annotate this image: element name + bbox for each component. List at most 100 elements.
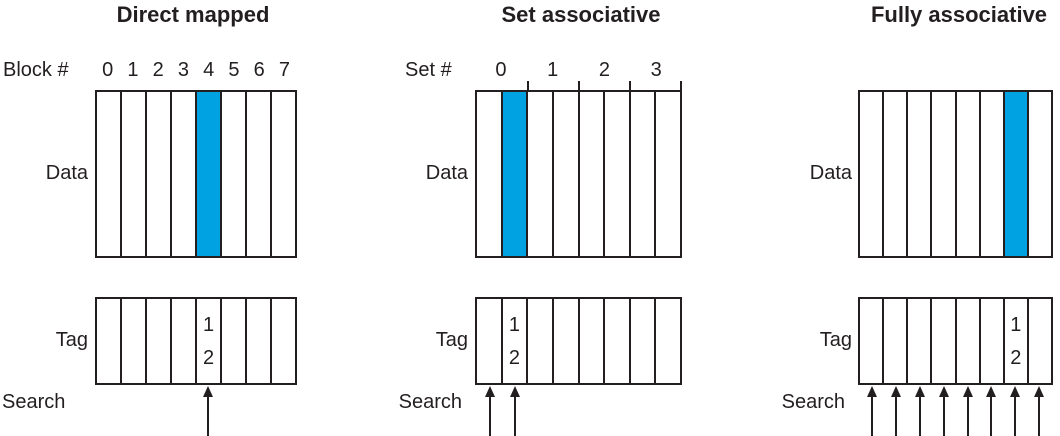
set-boundary-tick	[680, 81, 682, 90]
data-cell	[654, 92, 680, 256]
tag-cell	[882, 299, 906, 383]
tag-cell	[860, 299, 882, 383]
tag-cell	[145, 299, 170, 383]
data-label: Data	[45, 162, 88, 184]
tag-label: Tag	[55, 329, 88, 351]
tag-label: Tag	[435, 329, 468, 351]
data-cell	[577, 92, 604, 256]
tag-value-stack: 1 2	[503, 299, 527, 383]
tag-cell	[551, 299, 578, 383]
data-cell	[195, 92, 220, 256]
data-cell	[1002, 92, 1027, 256]
tag-cell	[978, 299, 1003, 383]
tag-value: 1	[1010, 313, 1022, 336]
data-cell	[628, 92, 655, 256]
search-arrow-icon	[939, 386, 949, 436]
tag-cell	[603, 299, 629, 383]
tag-cell	[954, 299, 979, 383]
set-boundary-tick	[527, 81, 529, 90]
tag-cell-with-value: 1 2	[500, 299, 527, 383]
block-number-label: Block #	[3, 59, 69, 81]
block-number: 2	[152, 59, 164, 81]
block-number: 5	[228, 59, 240, 81]
tag-value-stack: 1 2	[197, 299, 220, 383]
data-label: Data	[425, 162, 468, 184]
tag-array: 1 2	[858, 297, 1053, 385]
data-cell	[978, 92, 1003, 256]
search-arrow-icon	[891, 386, 901, 436]
data-cell	[551, 92, 578, 256]
data-label: Data	[809, 162, 852, 184]
data-cell	[120, 92, 145, 256]
diagram-title: Set associative	[501, 2, 661, 27]
tag-value: 2	[1010, 346, 1022, 369]
tag-cell-with-value: 1 2	[195, 299, 220, 383]
tag-cell	[654, 299, 680, 383]
search-arrow-icon	[867, 386, 877, 436]
data-array	[858, 90, 1053, 258]
tag-value: 2	[508, 346, 520, 369]
data-cell	[270, 92, 295, 256]
data-cell	[145, 92, 170, 256]
tag-array: 1 2	[95, 297, 297, 385]
diagram-title: Fully associative	[870, 2, 1048, 27]
tag-cell	[628, 299, 655, 383]
data-cell	[860, 92, 882, 256]
search-arrow-icon	[1034, 386, 1044, 436]
set-number: 2	[598, 59, 610, 81]
tag-cell	[170, 299, 195, 383]
data-cell	[500, 92, 527, 256]
tag-cell	[906, 299, 930, 383]
data-cell	[882, 92, 906, 256]
tag-cell	[930, 299, 954, 383]
data-cell	[526, 92, 552, 256]
tag-cell	[245, 299, 270, 383]
set-number-row: 0 1 2 3	[475, 57, 682, 83]
tag-value: 1	[202, 313, 215, 336]
data-cell	[954, 92, 979, 256]
search-label: Search	[398, 391, 462, 413]
set-number: 0	[495, 59, 507, 81]
search-label: Search	[781, 391, 845, 413]
set-boundary-tick	[629, 81, 631, 90]
block-number: 7	[278, 59, 290, 81]
search-label: Search	[2, 391, 66, 413]
block-number: 0	[102, 59, 114, 81]
tag-cell	[220, 299, 245, 383]
data-array	[475, 90, 682, 258]
set-boundary-tick	[578, 81, 580, 90]
data-cell	[1026, 92, 1051, 256]
diagram-title: Direct mapped	[116, 2, 270, 27]
tag-cell	[120, 299, 145, 383]
set-number-label: Set #	[405, 59, 452, 81]
data-array	[95, 90, 297, 258]
tag-label: Tag	[819, 329, 852, 351]
block-number: 4	[203, 59, 215, 81]
data-cell	[603, 92, 629, 256]
tag-array: 1 2	[475, 297, 682, 385]
search-arrow-icon	[963, 386, 973, 436]
block-number: 1	[127, 59, 139, 81]
data-cell	[245, 92, 270, 256]
tag-cell	[270, 299, 295, 383]
set-number: 1	[547, 59, 559, 81]
tag-cell	[1026, 299, 1051, 383]
search-arrow-icon	[1010, 386, 1020, 436]
tag-value: 1	[508, 313, 520, 336]
search-arrow-icon	[986, 386, 996, 436]
search-arrow-icon	[915, 386, 925, 436]
tag-cell	[577, 299, 604, 383]
data-cell	[220, 92, 245, 256]
block-number-row: 0 1 2 3 4 5 6 7	[95, 57, 297, 83]
block-number: 3	[177, 59, 189, 81]
set-number: 3	[650, 59, 662, 81]
tag-cell-with-value: 1 2	[1002, 299, 1027, 383]
tag-value: 2	[202, 346, 215, 369]
tag-cell	[526, 299, 552, 383]
data-cell	[930, 92, 954, 256]
data-cell	[170, 92, 195, 256]
